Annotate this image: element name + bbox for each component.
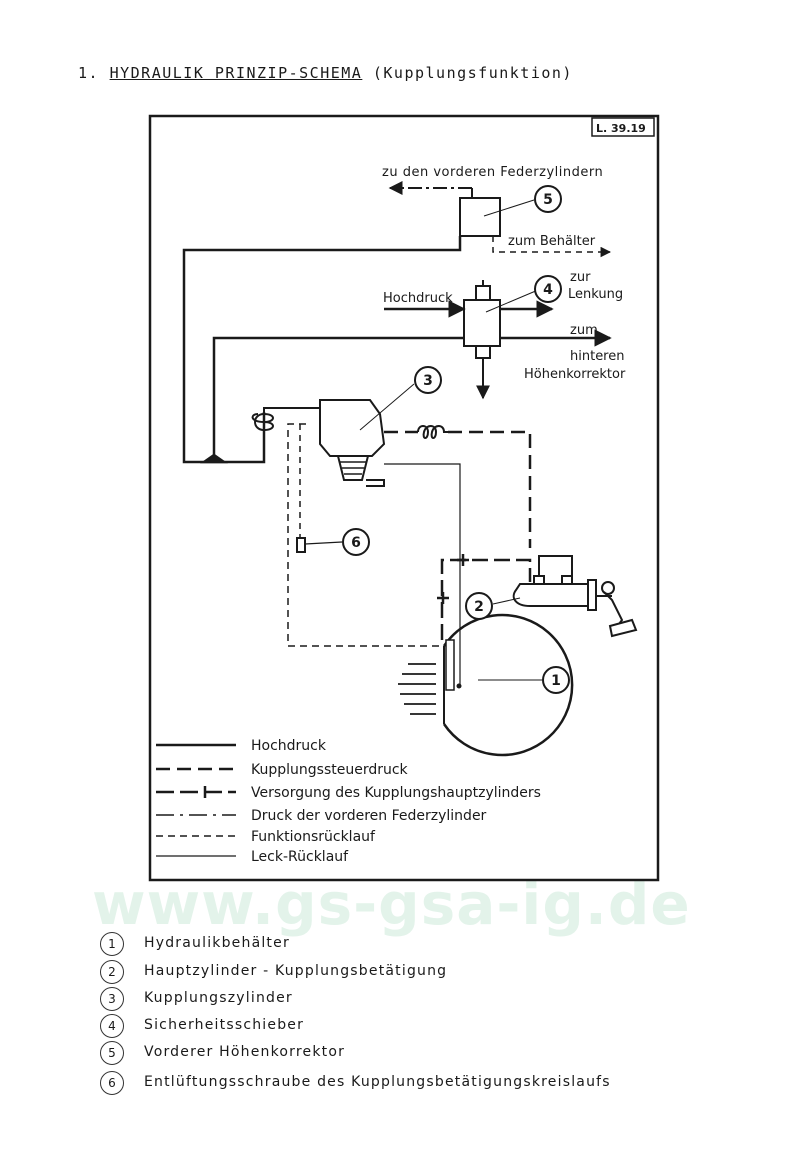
key-number: 3 <box>100 987 124 1011</box>
diagram-frame <box>148 114 660 882</box>
key-text: Hauptzylinder - Kupplungsbetätigung <box>144 963 448 979</box>
label-high-pressure: Hochdruck <box>383 291 453 306</box>
bleed-screw <box>296 537 343 553</box>
svg-text:3: 3 <box>423 373 433 389</box>
master-cylinder <box>492 555 638 638</box>
clutch-cylinder <box>319 383 415 487</box>
key-text: Sicherheitsschieber <box>144 1017 305 1033</box>
svg-text:1: 1 <box>551 673 561 689</box>
key-text: Hydraulikbehälter <box>144 935 290 951</box>
drawing-code: L. 39.19 <box>596 122 646 135</box>
legend-high-pressure: Hochdruck <box>251 738 327 754</box>
heading-subtitle: (Kupplungsfunktion) <box>372 64 573 82</box>
clutch-control-line <box>384 430 532 548</box>
svg-text:2: 2 <box>474 599 484 615</box>
heading-number: 1. <box>78 64 100 82</box>
label-to-reservoir: zum Behälter <box>508 234 596 249</box>
legend-master-supply: Versorgung des Kupplungshauptzylinders <box>251 785 541 801</box>
legend-front-cylinders: Druck der vorderen Federzylinder <box>251 808 487 824</box>
callout-1: 1 <box>542 666 570 694</box>
heading-title: HYDRAULIK PRINZIP-SCHEMA <box>109 64 363 82</box>
callout-2: 2 <box>465 592 493 620</box>
function-return-line <box>287 423 444 647</box>
master-cylinder-supply-line <box>437 554 532 640</box>
label-front-cylinders: zu den vorderen Federzylindern <box>382 165 603 180</box>
key-number: 5 <box>100 1041 124 1065</box>
svg-text:4: 4 <box>543 282 553 298</box>
callout-4: 4 <box>534 275 562 303</box>
line-legend <box>156 743 236 857</box>
label-rear-1: zum <box>570 323 598 338</box>
label-steering-1: zur <box>570 270 591 285</box>
legend-leak-return: Leck-Rücklauf <box>251 849 349 865</box>
key-number: 6 <box>100 1071 124 1095</box>
front-height-corrector <box>388 181 612 258</box>
label-steering-2: Lenkung <box>568 287 623 302</box>
coil-left <box>251 407 320 432</box>
drawing-code-box <box>591 117 655 137</box>
label-rear-3: Höhenkorrektor <box>524 367 626 382</box>
page-heading: 1. HYDRAULIK PRINZIP-SCHEMA (Kupplungsfu… <box>78 64 573 82</box>
watermark-url: www.gs-gsa-ig.de <box>92 870 691 938</box>
hydraulic-reservoir <box>398 613 574 757</box>
label-rear-2: hinteren <box>570 349 624 364</box>
callout-5: 5 <box>534 185 562 213</box>
legend-clutch-control: Kupplungssteuerdruck <box>251 762 409 778</box>
legend-function-return: Funktionsrücklauf <box>251 829 376 845</box>
leak-return-line <box>384 463 461 686</box>
safety-valve <box>384 280 612 400</box>
key-text: Entlüftungsschraube des Kupplungsbetätig… <box>144 1074 611 1090</box>
callout-6: 6 <box>342 528 370 556</box>
svg-text:6: 6 <box>351 535 361 551</box>
key-text: Kupplungszylinder <box>144 990 293 1006</box>
callout-3: 3 <box>414 366 442 394</box>
key-number: 4 <box>100 1014 124 1038</box>
high-pressure-lines <box>182 236 464 464</box>
key-number: 2 <box>100 960 124 984</box>
key-number: 1 <box>100 932 124 956</box>
key-text: Vorderer Höhenkorrektor <box>144 1044 346 1060</box>
svg-text:5: 5 <box>543 192 553 208</box>
coil-right <box>417 425 448 439</box>
